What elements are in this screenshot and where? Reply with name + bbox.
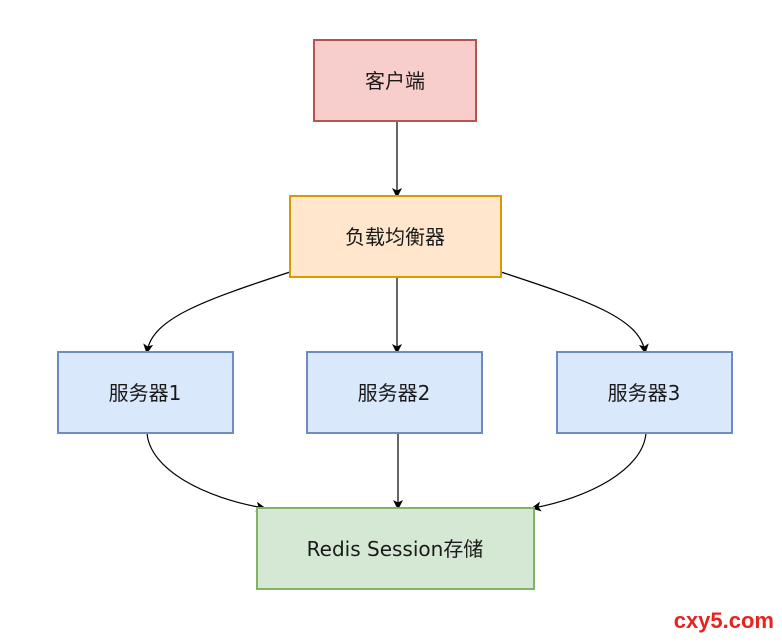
session-store-node: Redis Session存储 <box>256 507 535 590</box>
server1-node: 服务器1 <box>57 351 234 434</box>
load-balancer-box <box>289 195 502 278</box>
client-label: 客户端 <box>365 69 425 93</box>
session-store-label: Redis Session存储 <box>307 537 484 561</box>
load-balancer-label: 负载均衡器 <box>345 225 445 249</box>
edge-load-balancer-to-server1 <box>143 271 291 354</box>
client-box <box>313 39 477 122</box>
server2-box <box>306 351 483 434</box>
edge-server1-to-session-store <box>146 432 266 512</box>
edge-server3-to-session-store <box>531 432 647 512</box>
watermark: cxy5.com <box>674 608 774 633</box>
server3-label: 服务器3 <box>608 381 681 405</box>
client-node: 客户端 <box>313 39 477 122</box>
server1-label: 服务器1 <box>109 381 182 405</box>
session-store-box <box>256 507 535 590</box>
load-balancer-node: 负载均衡器 <box>289 195 502 278</box>
server2-node: 服务器2 <box>306 351 483 434</box>
edges <box>143 121 649 512</box>
server1-box <box>57 351 234 434</box>
server2-label: 服务器2 <box>358 381 431 405</box>
edge-load-balancer-to-server3 <box>500 271 649 354</box>
server3-box <box>556 351 733 434</box>
server3-node: 服务器3 <box>556 351 733 434</box>
